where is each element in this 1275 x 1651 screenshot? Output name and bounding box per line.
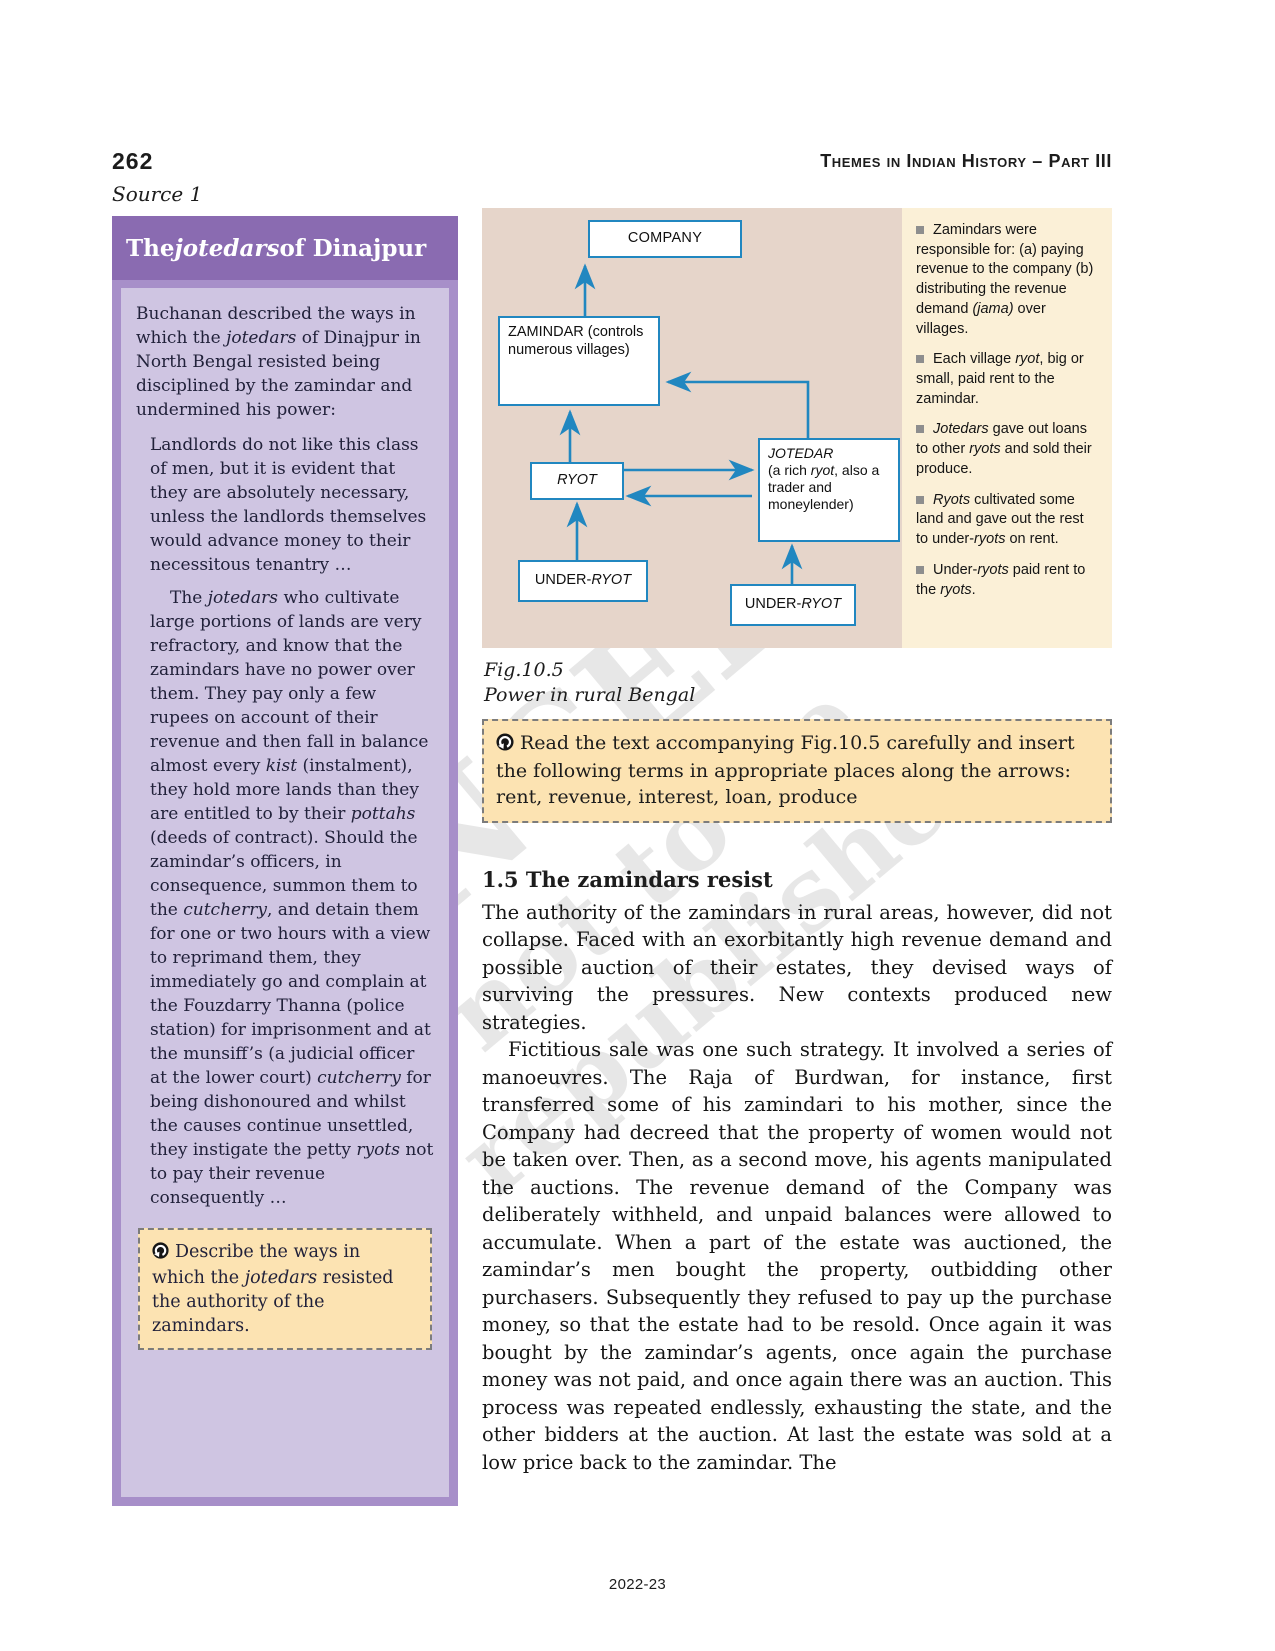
body-paragraph-1: The authority of the zamindars in rural … [482, 900, 1112, 1034]
figure-caption-text: Power in rural Bengal [484, 683, 696, 706]
activity-arrow-icon [496, 733, 514, 759]
figure-10-5: COMPANY ZAMINDAR (controls numerous vill… [482, 208, 1112, 648]
source-activity-box: Describe the ways in which the jotedars … [138, 1228, 432, 1350]
note-bullet: Under-ryots paid rent to the ryots. [916, 561, 1098, 600]
node-under-ryot-left: UNDER-RYOT [518, 560, 648, 602]
note-text: Jotedars gave out loans to other ryots a… [916, 421, 1092, 477]
figure-label: Fig.10.5 [484, 659, 564, 681]
source-quote-2: The jotedars who cultivate large portion… [150, 588, 434, 1208]
figure-caption: Fig.10.5 Power in rural Bengal [484, 658, 1112, 707]
source-activity-text: Describe the ways in which the jotedars … [152, 1242, 394, 1336]
source-intro: Buchanan described the ways in which the… [136, 304, 421, 420]
page-footer: 2022-23 [608, 1576, 667, 1593]
note-bullet: Jotedars gave out loans to other ryots a… [916, 420, 1098, 479]
node-ryot: RYOT [530, 462, 624, 500]
source-panel-body: Buchanan described the ways in which the… [121, 288, 449, 1497]
power-diagram: COMPANY ZAMINDAR (controls numerous vill… [482, 208, 902, 648]
main-activity-text: Read the text accompanying Fig.10.5 care… [496, 732, 1075, 809]
node-jotedar-subtitle: (a rich ryot, also a trader and moneylen… [768, 462, 880, 513]
note-text: Zamindars were responsible for: (a) payi… [916, 222, 1094, 337]
main-column: COMPANY ZAMINDAR (controls numerous vill… [482, 208, 1112, 1476]
note-bullet: Each village ryot, big or small, paid re… [916, 350, 1098, 409]
note-bullet: Zamindars were responsible for: (a) payi… [916, 221, 1098, 339]
note-text: Each village ryot, big or small, paid re… [916, 351, 1084, 407]
node-zamindar: ZAMINDAR (controls numerous villages) [498, 316, 660, 406]
page-number: 262 [112, 148, 154, 174]
square-bullet-icon [916, 355, 924, 364]
body-paragraph-2: Fictitious sale was one such strategy. I… [482, 1038, 1112, 1474]
square-bullet-icon [916, 565, 924, 574]
square-bullet-icon [916, 425, 924, 434]
square-bullet-icon [916, 495, 924, 504]
node-company: COMPANY [588, 220, 742, 258]
running-header-title: Themes in Indian History – Part III [820, 151, 1112, 171]
square-bullet-icon [916, 226, 924, 234]
diagram-notes-sidebar: Zamindars were responsible for: (a) payi… [902, 208, 1112, 648]
source-panel-title: The jotedars of Dinajpur [112, 216, 458, 280]
activity-arrow-icon [152, 1242, 169, 1266]
source-panel: The jotedars of Dinajpur Buchanan descri… [112, 216, 458, 1506]
note-text: Under-ryots paid rent to the ryots. [916, 561, 1086, 598]
node-under-ryot-right: UNDER-RYOT [730, 584, 856, 626]
arrow-jotedar-to-zamindar [665, 371, 810, 438]
source-quote-1: Landlords do not like this class of men,… [150, 435, 427, 575]
source-label: Source 1 [112, 182, 203, 206]
section-heading: 1.5 The zamindars resist [482, 866, 773, 892]
node-jotedar-title: JOTEDAR [768, 445, 834, 461]
main-activity-box: Read the text accompanying Fig.10.5 care… [482, 719, 1112, 823]
note-text: Ryots cultivated some land and gave out … [916, 491, 1084, 548]
note-bullet: Ryots cultivated some land and gave out … [916, 491, 1098, 550]
node-jotedar: JOTEDAR (a rich ryot, also a trader and … [758, 438, 900, 542]
